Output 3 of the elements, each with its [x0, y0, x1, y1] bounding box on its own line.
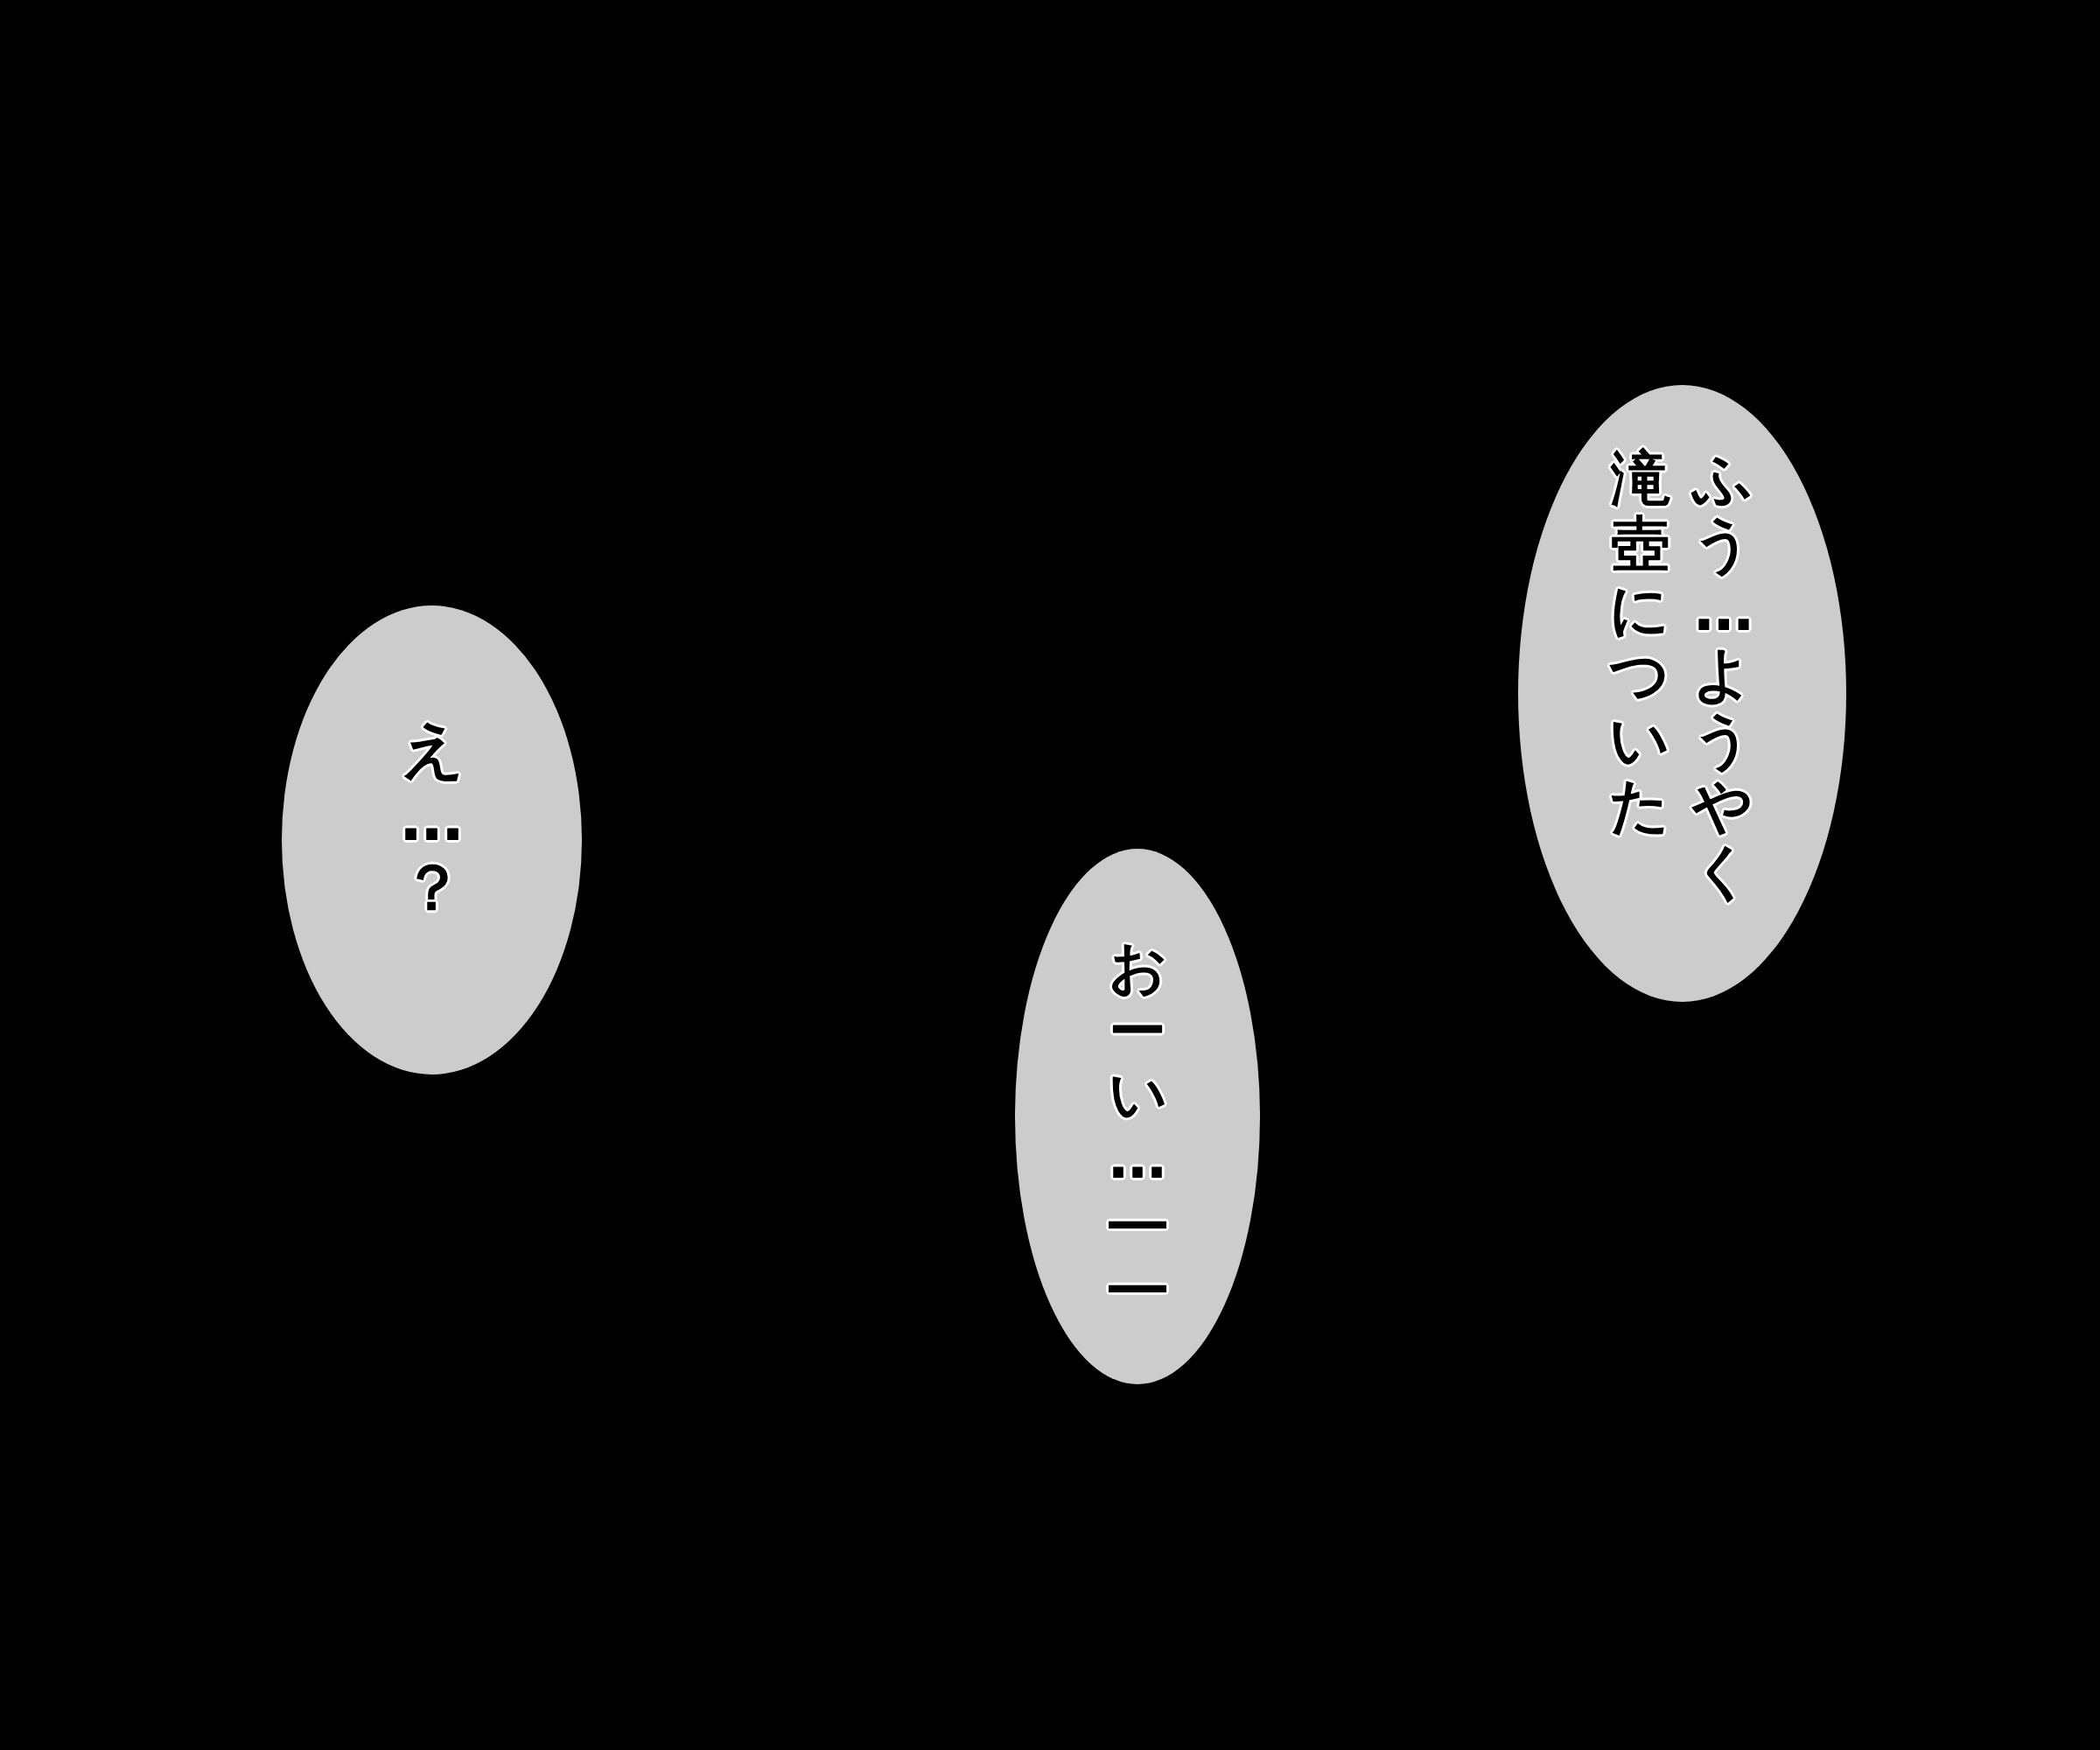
speech-text: おーい…――	[1109, 936, 1166, 1318]
speech-text: ふう…ようやく滝壺についた	[1610, 446, 1754, 905]
speech-text: え…？	[400, 715, 464, 923]
